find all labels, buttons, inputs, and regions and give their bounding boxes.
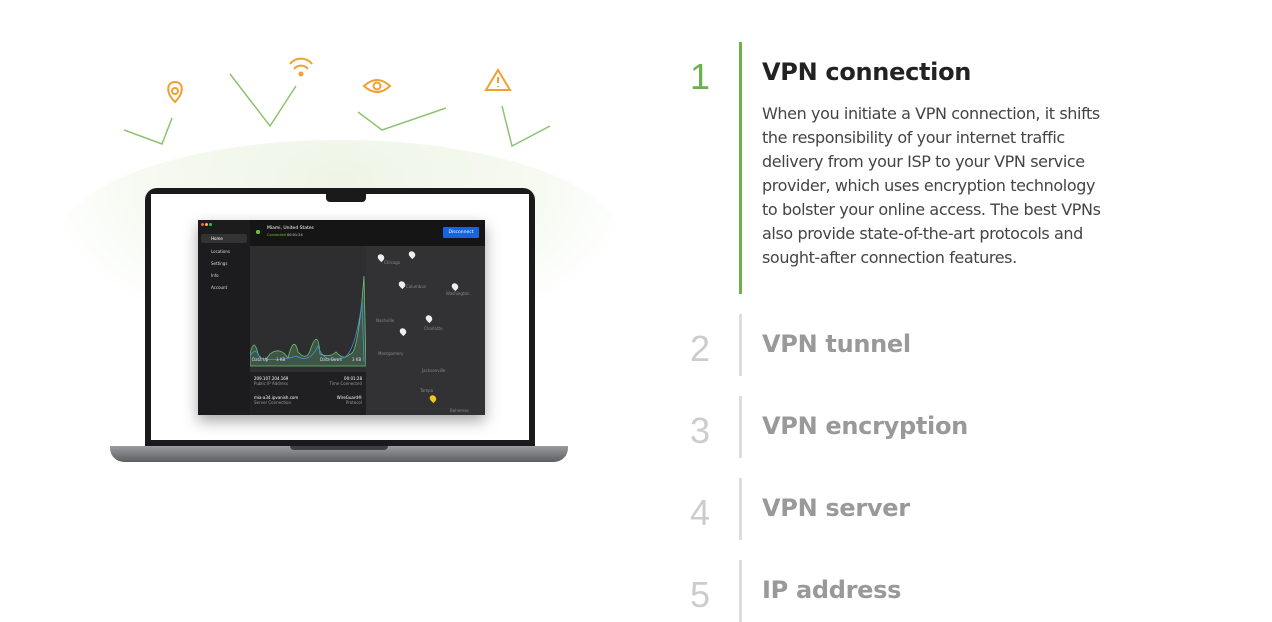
map-label: Tampa — [420, 388, 434, 393]
ip-label: Public IP Address — [254, 381, 288, 386]
step-indicator — [739, 314, 742, 376]
step-indicator — [739, 478, 742, 540]
map-label: Charlotte — [424, 326, 443, 331]
step-title: IP address — [762, 576, 902, 604]
app-sidebar: Home Locations Settings Info Account — [198, 220, 250, 415]
step-number: 5 — [690, 574, 711, 615]
location-name: Miami, United States — [267, 226, 314, 231]
step-2[interactable]: 2 VPN tunnel — [690, 314, 1110, 376]
step-1[interactable]: 1 VPN connection When you initiate a VPN… — [690, 42, 1110, 294]
map[interactable]: Chicago Columbus Washington Nashville Ch… — [366, 246, 485, 415]
step-4[interactable]: 4 VPN server — [690, 478, 1110, 540]
time-label: Time Connected — [329, 381, 362, 386]
map-label: Nashville — [376, 318, 395, 323]
status-dot — [256, 230, 260, 234]
laptop-base — [110, 446, 568, 462]
protocol-label: Protocol — [345, 400, 362, 405]
nav-locations[interactable]: Locations — [211, 249, 231, 254]
step-number: 3 — [690, 410, 711, 451]
data-down-value: 3 KB — [352, 357, 362, 362]
eye-icon — [362, 79, 392, 93]
vpn-app-window: Home Locations Settings Info Account Mia… — [198, 220, 485, 415]
step-number: 4 — [690, 492, 711, 533]
step-indicator — [739, 42, 742, 294]
map-label: Columbus — [406, 284, 426, 289]
step-title: VPN tunnel — [762, 330, 911, 358]
protocol-value: WireGuard® — [336, 395, 362, 400]
data-up-label: Data Up — [252, 357, 269, 362]
map-label: Chicago — [384, 260, 401, 265]
step-title: VPN connection — [762, 58, 972, 86]
data-down-label: Data Down — [320, 357, 343, 362]
camera-notch — [326, 194, 366, 202]
step-title: VPN server — [762, 494, 910, 522]
step-description: When you initiate a VPN connection, it s… — [762, 104, 1101, 267]
step-number: 2 — [690, 328, 711, 369]
threat-illustration — [123, 57, 551, 148]
map-pin[interactable] — [450, 281, 460, 292]
data-up-value: 3 KB — [276, 357, 286, 362]
time-value: 00:01:28 — [344, 376, 362, 381]
warning-icon — [484, 68, 512, 91]
ip-value: 209.107.204.169 — [254, 376, 289, 381]
map-pin-active[interactable] — [428, 393, 438, 404]
nav-home[interactable]: Home — [201, 234, 247, 243]
timer: 00:01:24 — [286, 233, 303, 237]
status-text: Connected — [267, 233, 286, 237]
step-5[interactable]: 5 IP address — [690, 560, 1110, 622]
laptop: Home Locations Settings Info Account Mia… — [145, 188, 535, 446]
server-value: mia-a34.ipvanish.com — [254, 395, 299, 400]
map-label: Washington — [446, 291, 470, 296]
location-pin-icon — [167, 80, 183, 104]
arrow-line — [123, 117, 173, 145]
nav-settings[interactable]: Settings — [211, 261, 228, 266]
server-label: Server Connection — [254, 400, 292, 405]
disconnect-button[interactable]: Disconnect — [443, 227, 479, 238]
step-3[interactable]: 3 VPN encryption — [690, 396, 1110, 458]
map-pin[interactable] — [407, 249, 417, 260]
nav-info[interactable]: Info — [211, 273, 219, 278]
step-number: 1 — [690, 56, 711, 97]
step-title: VPN encryption — [762, 412, 968, 440]
map-label: Bahamas — [450, 408, 469, 413]
connection-stats: 209.107.204.169 00:01:28 Public IP Addres… — [250, 372, 366, 415]
map-pin[interactable] — [398, 326, 408, 337]
map-pin[interactable] — [424, 313, 434, 324]
step-indicator — [739, 560, 742, 622]
step-indicator — [739, 396, 742, 458]
map-label: Jacksonville — [422, 368, 446, 373]
wifi-icon — [289, 57, 313, 77]
app-header: Miami, United States Connected 00:01:24 … — [250, 220, 485, 246]
map-label: Montgomery — [378, 351, 404, 356]
nav-account[interactable]: Account — [211, 285, 228, 290]
